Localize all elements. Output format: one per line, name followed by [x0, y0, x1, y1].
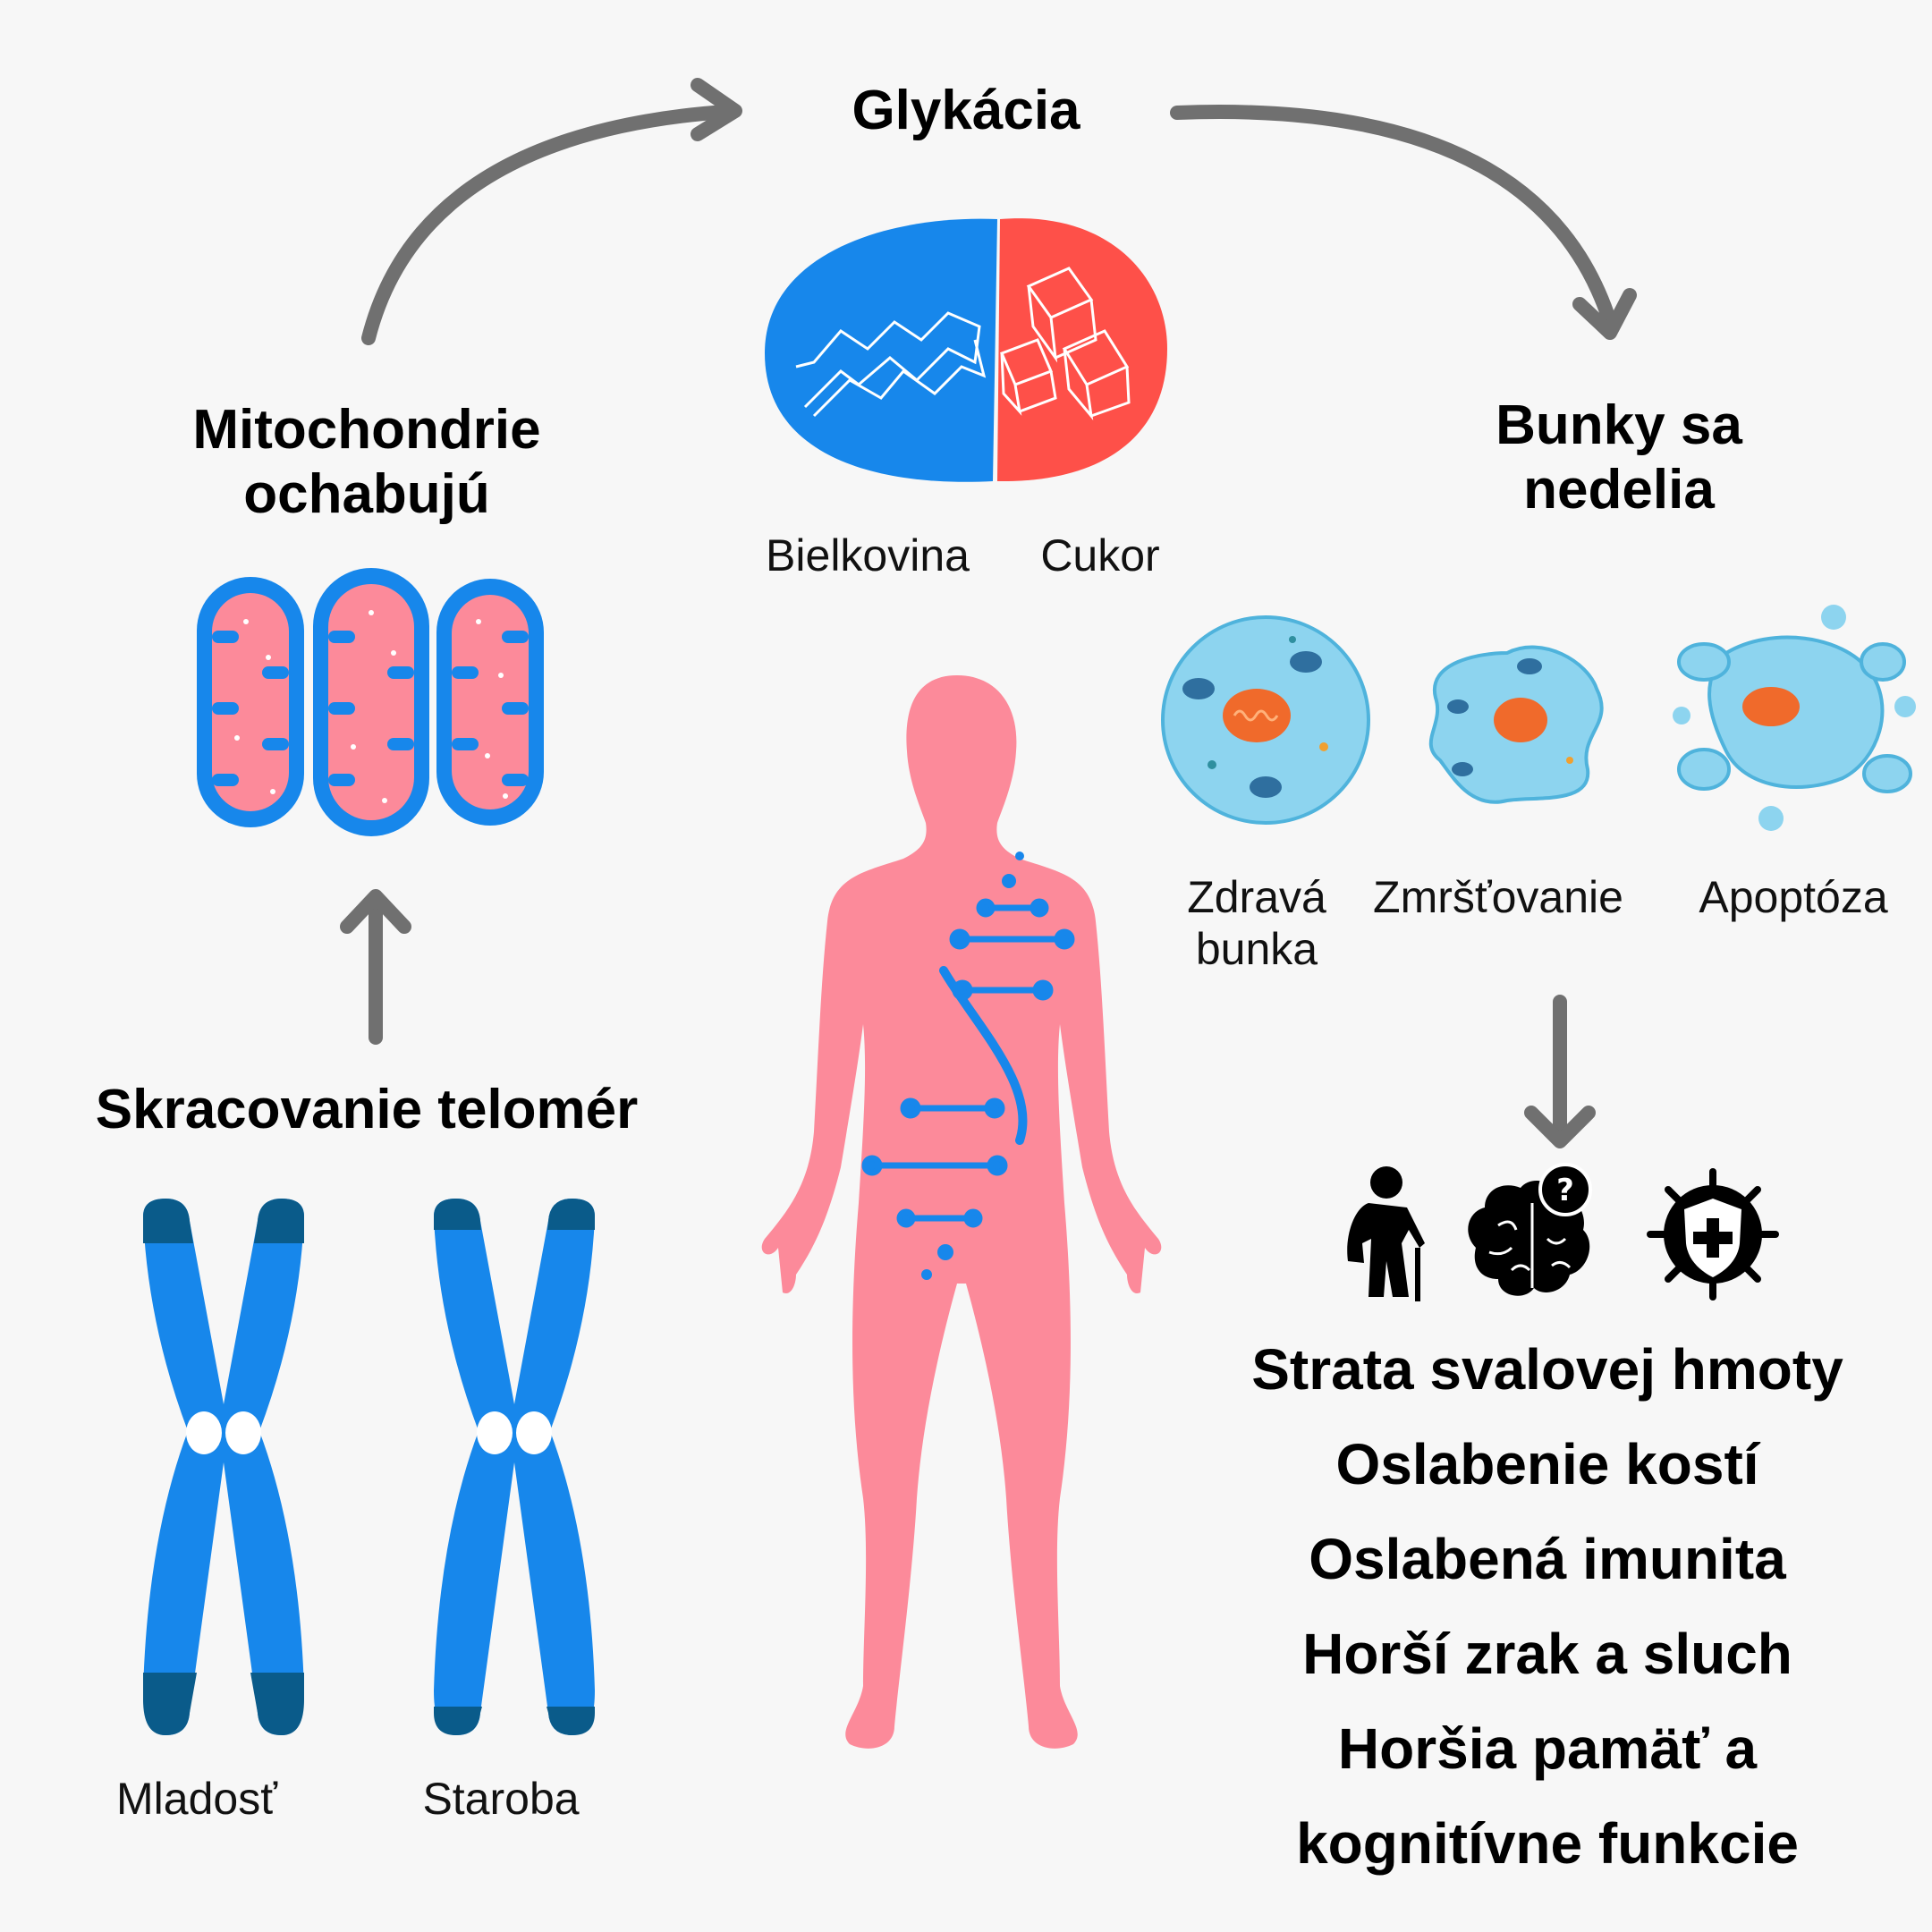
cells-title-line1: Bunky sa	[1496, 394, 1742, 456]
healthy-cell-label-line2: bunka	[1195, 924, 1318, 974]
cells-title-line2: nedelia	[1523, 459, 1715, 521]
human-body-illustration	[761, 675, 1162, 1749]
mitochondrion-icon	[197, 577, 304, 827]
protein-label: Bielkovina	[766, 530, 970, 580]
shrinking-cell-icon	[1428, 645, 1604, 804]
mitochondria-title-line2: ochabujú	[243, 463, 490, 525]
brain-question-icon: ?	[1468, 1163, 1592, 1296]
effect-item: Oslabenie kostí	[1335, 1432, 1759, 1496]
chromosome-young-icon	[143, 1199, 304, 1735]
apoptosis-label: Apoptóza	[1699, 872, 1888, 922]
protein-half	[765, 218, 997, 482]
effect-item: kognitívne funkcie	[1296, 1811, 1799, 1876]
healthy-cell-icon	[1161, 615, 1370, 825]
cells-title: Bunky sa nedelia	[1395, 394, 1843, 522]
effect-item: Horšia pamäť a	[1337, 1716, 1758, 1781]
telomeres-title: Skracovanie telomér	[95, 1079, 639, 1140]
sugar-half	[997, 218, 1167, 482]
apoptosis-cell-icon	[1673, 605, 1916, 831]
weakened-immunity-icon	[1647, 1168, 1779, 1301]
dna-icon	[861, 852, 1075, 1280]
mitochondrion-icon	[436, 579, 544, 826]
effect-item: Strata svalovej hmoty	[1251, 1337, 1843, 1402]
glycation-illustration	[765, 218, 1167, 482]
effect-item: Horší zrak a sluch	[1302, 1622, 1792, 1686]
mitochondria-title-line1: Mitochondrie	[192, 399, 541, 461]
elderly-person-icon	[1347, 1166, 1425, 1301]
mitochondria-title: Mitochondrie ochabujú	[107, 398, 626, 527]
mitochondrion-icon	[313, 568, 429, 836]
mitochondria-illustration	[197, 568, 544, 836]
shrinking-label: Zmršťovanie	[1373, 872, 1623, 922]
svg-text:?: ?	[1556, 1173, 1574, 1208]
sugar-cubes-icon	[1000, 267, 1131, 421]
effects-list: Strata svalovej hmoty Oslabenie kostí Os…	[1163, 1322, 1932, 1891]
glycation-title: Glykácia	[852, 80, 1080, 141]
protein-helix-icon	[795, 311, 987, 418]
old-label: Staroba	[422, 1774, 580, 1824]
young-label: Mladosť	[116, 1774, 277, 1824]
healthy-cell-label: Zdravá bunka	[1154, 871, 1360, 975]
sugar-label: Cukor	[1040, 530, 1160, 580]
effect-item: Oslabená imunita	[1309, 1527, 1786, 1591]
chromosome-old-icon	[434, 1199, 595, 1735]
healthy-cell-label-line1: Zdravá	[1187, 872, 1326, 922]
